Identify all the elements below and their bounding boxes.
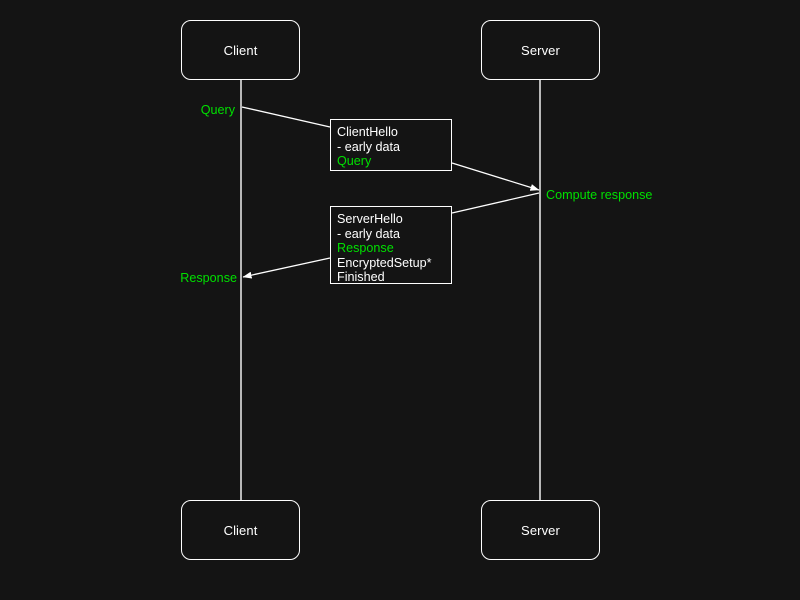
note-line-clienthello-1: - early data xyxy=(337,139,400,154)
actor-label-client-bottom: Client xyxy=(223,522,258,538)
note-line-serverhello-3: EncryptedSetup* xyxy=(337,255,432,270)
note-line-clienthello-0: ClientHello xyxy=(337,125,398,139)
note-line-serverhello-1: - early data xyxy=(337,226,400,241)
actor-label-server-bottom: Server xyxy=(521,522,560,538)
actor-box-client-top[interactable]: Client xyxy=(181,20,300,80)
message-arrow-client-to-note xyxy=(241,106,331,128)
note-line-serverhello-0: ServerHello xyxy=(337,212,403,226)
message-arrow-server-to-note xyxy=(451,192,540,214)
note-clienthello[interactable]: ClientHello - early data Query xyxy=(330,119,452,171)
message-arrow-note-to-server xyxy=(451,162,540,191)
actor-box-client-bottom[interactable]: Client xyxy=(181,500,300,560)
note-serverhello[interactable]: ServerHello - early data Response Encryp… xyxy=(330,206,452,284)
actor-label-server-top: Server xyxy=(521,42,560,58)
edge-label-compute-response: Compute response xyxy=(546,188,653,202)
note-line-serverhello-2: Response xyxy=(337,241,394,256)
message-arrow-note-to-client xyxy=(242,257,331,279)
note-line-clienthello-2: Query xyxy=(337,154,372,169)
edge-label-query: Query xyxy=(200,103,235,117)
note-line-serverhello-4: Finished xyxy=(337,270,385,285)
actor-box-server-top[interactable]: Server xyxy=(481,20,600,80)
actor-box-server-bottom[interactable]: Server xyxy=(481,500,600,560)
actor-label-client-top: Client xyxy=(223,42,258,58)
edge-label-response: Response xyxy=(180,271,237,285)
